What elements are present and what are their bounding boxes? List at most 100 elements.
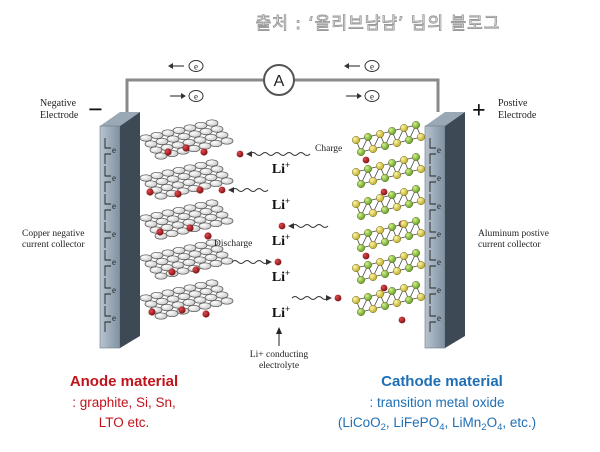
cathode-atom — [400, 251, 409, 260]
charge-label: Charge — [315, 144, 342, 154]
li-ion-dot — [218, 186, 226, 194]
cathode-title: Cathode material — [381, 373, 503, 390]
cathode-atom — [357, 276, 366, 285]
li-atom — [380, 188, 388, 196]
electron-label: e — [437, 173, 441, 183]
cathode-atom — [412, 120, 421, 129]
cathode-atom — [381, 302, 390, 311]
cathode-atom — [417, 293, 426, 302]
cathode-layer — [352, 152, 426, 196]
cathode-atom — [388, 254, 397, 263]
li-atom — [362, 156, 370, 164]
li-atom — [178, 306, 186, 314]
li-atom — [182, 144, 190, 152]
anode-li-dots — [146, 144, 212, 318]
cathode-layer — [352, 248, 426, 292]
collector-electron: e — [104, 166, 116, 192]
electron-label: e — [437, 313, 441, 323]
collector-electron: e — [104, 250, 116, 276]
li-atom — [146, 188, 154, 196]
cathode-atom — [376, 193, 385, 202]
cathode-atom — [417, 132, 426, 141]
cathode-atom — [417, 164, 426, 173]
li-atom — [164, 148, 172, 156]
li-ion-dot — [236, 150, 244, 158]
cathode-atom — [357, 147, 366, 156]
li-ion-label: Li+ — [272, 160, 290, 177]
cathode-material-block: Cathode material : transition metal oxid… — [338, 373, 536, 433]
li-ion-dot — [274, 258, 282, 266]
electron-label: e — [112, 173, 116, 183]
cathode-atom — [405, 167, 414, 176]
cathode-atom — [393, 138, 402, 147]
electron-label: e — [112, 313, 116, 323]
cathode-atom — [352, 231, 361, 240]
ammeter: A — [263, 64, 295, 96]
cathode-atom — [388, 222, 397, 231]
electron-label: e — [437, 229, 441, 239]
cathode-atom — [405, 199, 414, 208]
watermark-text: 출처 : ‘올리브냠냠’ 님의 블로그 — [256, 14, 501, 34]
ion-path-4 — [231, 259, 272, 265]
copper-collector-label: Copper negative current collector — [22, 229, 85, 250]
aluminum-collector-label: Aluminum postive current collector — [478, 229, 549, 250]
circuit-wire-right — [294, 78, 440, 112]
cathode-atom — [352, 167, 361, 176]
ion-path-1 — [246, 151, 311, 157]
cathode-atom — [369, 208, 378, 217]
cathode-atom — [369, 144, 378, 153]
cathode-atom — [376, 129, 385, 138]
positive-label-line1: Postive — [498, 98, 528, 109]
electrolyte-label-line2: electrolyte — [259, 361, 299, 371]
cathode-atom — [364, 164, 373, 173]
cathode-atom — [376, 161, 385, 170]
cathode-atom — [393, 202, 402, 211]
cathode-layer — [352, 120, 426, 164]
electron-label: e — [194, 92, 198, 102]
collector-electron: e — [104, 138, 116, 164]
electron-label: e — [112, 257, 116, 267]
cathode-atom — [357, 243, 366, 252]
anode-line1: : graphite, Si, Sn, — [72, 395, 176, 410]
cathode-atom — [364, 261, 373, 270]
ion-path-3 — [288, 223, 329, 229]
cathode-atom — [412, 184, 421, 193]
ammeter-label: A — [274, 73, 285, 90]
li-atom — [156, 228, 164, 236]
cathode-atom — [400, 187, 409, 196]
cathode-atom — [400, 284, 409, 293]
ion-path-2 — [228, 187, 269, 193]
electron-label: e — [112, 201, 116, 211]
cathode-atom — [388, 287, 397, 296]
cathode-atom — [400, 155, 409, 164]
cathode-atom — [381, 237, 390, 246]
aluminum-label-line1: Aluminum postive — [478, 229, 549, 239]
li-atom — [168, 268, 176, 276]
cathode-atom — [400, 123, 409, 132]
li-atom — [362, 252, 370, 260]
electron-label: e — [437, 285, 441, 295]
electron-label: e — [437, 145, 441, 155]
cathode-atom — [388, 158, 397, 167]
cathode-atom — [357, 308, 366, 317]
graphite-sheet — [139, 159, 234, 200]
collector-electron: e — [429, 306, 441, 332]
negative-label-line2: Electrode — [40, 110, 79, 121]
li-atom — [200, 148, 208, 156]
collector-electron: e — [429, 222, 441, 248]
cathode-atom — [364, 132, 373, 141]
collector-electron: e — [429, 250, 441, 276]
cathode-atom — [405, 135, 414, 144]
collector-electron: e — [104, 306, 116, 332]
cathode-atom — [405, 231, 414, 240]
cathode-atom — [352, 199, 361, 208]
li-atom — [196, 186, 204, 194]
cathode-atom — [364, 228, 373, 237]
ion-path-5 — [291, 295, 332, 301]
collector-electron: e — [429, 166, 441, 192]
electron-label: e — [370, 62, 374, 72]
cathode-atom — [369, 273, 378, 282]
